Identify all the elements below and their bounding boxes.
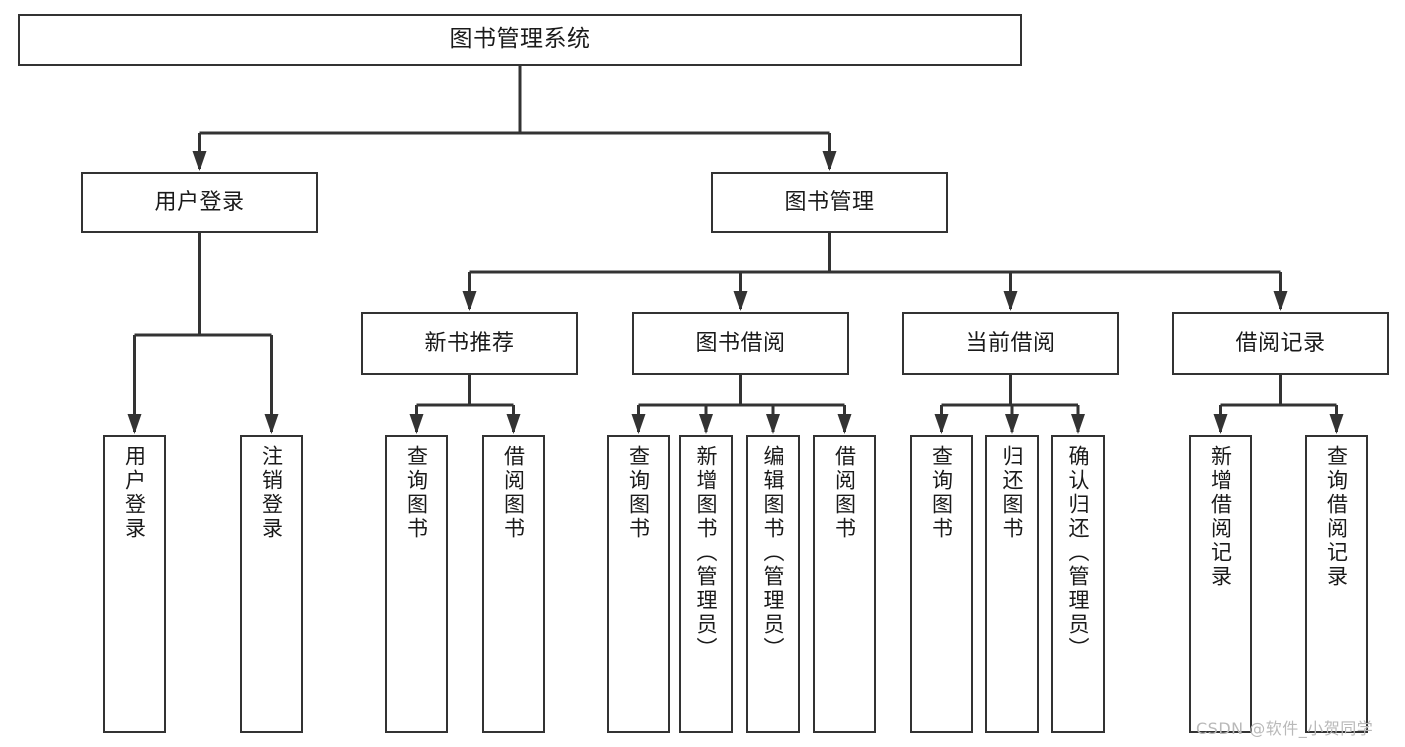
node-leaf-return-book-label: 归还图书: [1000, 445, 1025, 541]
node-leaf-add-record-label: 新增借阅记录: [1208, 445, 1233, 589]
node-leaf-add-record: 新增借阅记录: [1189, 435, 1252, 733]
book-borrow-to-leaves-arrow-3: [837, 414, 852, 434]
book-manage-to-level3-arrow-1: [733, 291, 748, 311]
book-borrow-to-leaves-arrow-0: [631, 414, 646, 434]
node-borrow-record-label: 借阅记录: [1235, 330, 1326, 356]
node-leaf-return-book: 归还图书: [985, 435, 1039, 733]
node-new-book-recommend-label: 新书推荐: [424, 330, 515, 356]
node-leaf-user-login-label: 用户登录: [122, 445, 147, 541]
root-to-level2-arrow-1: [822, 151, 837, 171]
book-borrow-to-leaves-arrow-1: [699, 414, 713, 434]
watermark-text: CSDN @软件_小贺同学: [1196, 719, 1374, 738]
node-book-borrow: 图书借阅: [632, 312, 849, 375]
node-leaf-query-record-label: 查询借阅记录: [1324, 445, 1349, 589]
node-leaf-query-record: 查询借阅记录: [1305, 435, 1368, 733]
node-leaf-query-book-2-label: 查询图书: [626, 445, 651, 541]
borrow-record-to-leaves-arrow-1: [1329, 414, 1344, 434]
node-leaf-borrow-book-1-label: 借阅图书: [501, 445, 526, 541]
node-leaf-logout: 注销登录: [240, 435, 303, 733]
node-leaf-query-book-3-label: 查询图书: [929, 445, 954, 541]
node-leaf-add-book-label: 新增图书（管理员）: [694, 445, 719, 661]
node-book-borrow-label: 图书借阅: [695, 330, 786, 356]
node-leaf-edit-book: 编辑图书（管理员）: [746, 435, 800, 733]
book-manage-to-level3-arrow-2: [1003, 291, 1018, 311]
node-user-login-label: 用户登录: [154, 189, 245, 215]
node-leaf-borrow-book-2: 借阅图书: [813, 435, 876, 733]
node-leaf-confirm-return: 确认归还（管理员）: [1051, 435, 1105, 733]
node-new-book-recommend: 新书推荐: [361, 312, 578, 375]
user-login-to-leaves-arrow-1: [264, 414, 279, 434]
node-current-borrow: 当前借阅: [902, 312, 1119, 375]
node-leaf-add-book: 新增图书（管理员）: [679, 435, 733, 733]
new-book-to-leaves-arrow-0: [409, 414, 424, 434]
book-manage-to-level3-arrow-0: [462, 291, 477, 311]
borrow-record-to-leaves-arrow-0: [1213, 414, 1228, 434]
node-root: 图书管理系统: [18, 14, 1022, 66]
node-leaf-query-book-1: 查询图书: [385, 435, 448, 733]
node-borrow-record: 借阅记录: [1172, 312, 1389, 375]
current-borrow-to-leaves-arrow-2: [1071, 414, 1085, 434]
node-user-login: 用户登录: [81, 172, 318, 233]
user-login-to-leaves-arrow-0: [127, 414, 142, 434]
node-leaf-query-book-1-label: 查询图书: [404, 445, 429, 541]
node-leaf-logout-label: 注销登录: [259, 445, 284, 541]
node-current-borrow-label: 当前借阅: [965, 330, 1056, 356]
book-manage-to-level3-arrow-3: [1273, 291, 1288, 311]
node-root-label: 图书管理系统: [449, 26, 591, 53]
node-leaf-confirm-return-label: 确认归还（管理员）: [1066, 445, 1091, 661]
current-borrow-to-leaves-arrow-1: [1005, 414, 1019, 434]
root-to-level2-arrow-0: [192, 151, 207, 171]
current-borrow-to-leaves-arrow-0: [934, 414, 949, 434]
node-leaf-query-book-2: 查询图书: [607, 435, 670, 733]
node-leaf-borrow-book-1: 借阅图书: [482, 435, 545, 733]
node-book-manage: 图书管理: [711, 172, 948, 233]
node-leaf-user-login: 用户登录: [103, 435, 166, 733]
book-borrow-to-leaves-arrow-2: [766, 414, 780, 434]
node-book-manage-label: 图书管理: [784, 189, 875, 215]
node-leaf-borrow-book-2-label: 借阅图书: [832, 445, 857, 541]
node-leaf-edit-book-label: 编辑图书（管理员）: [761, 445, 786, 661]
node-leaf-query-book-3: 查询图书: [910, 435, 973, 733]
new-book-to-leaves-arrow-1: [506, 414, 521, 434]
